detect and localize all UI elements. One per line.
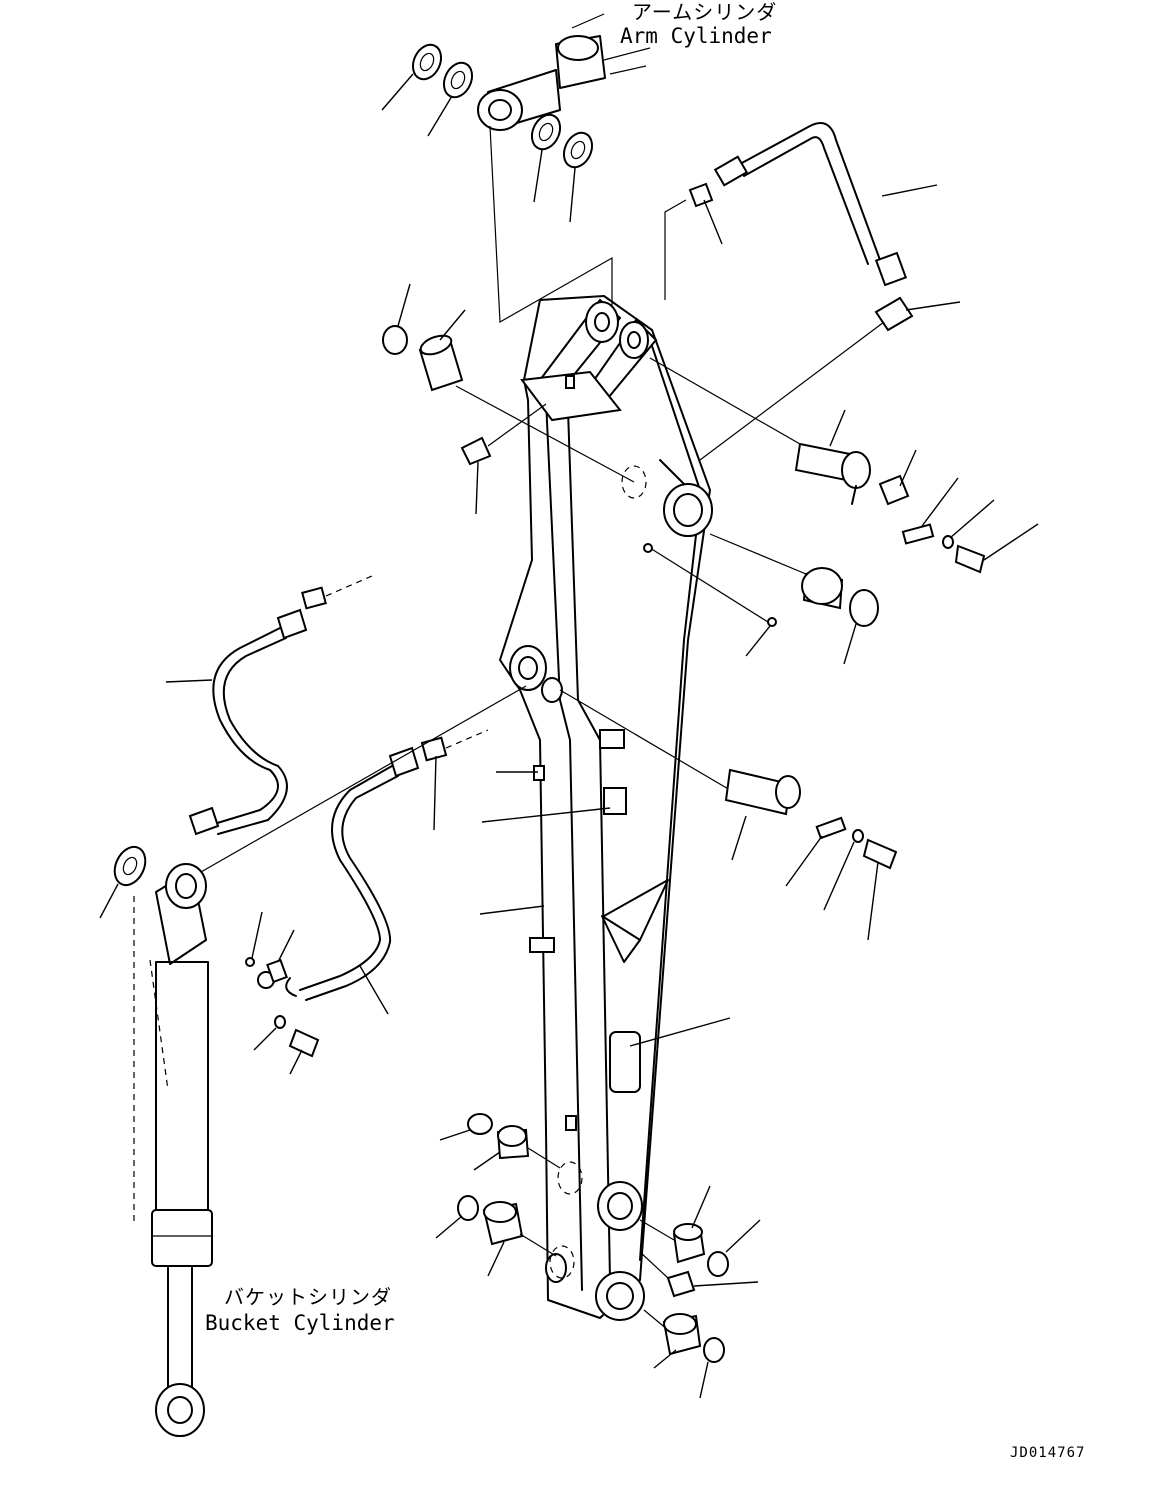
drawing-code: JD014767 (1010, 1445, 1086, 1461)
arm-cylinder-washers (381, 43, 594, 223)
upper-pin-set (382, 283, 1039, 665)
bucket-cylinder-label-jp: バケットシリンダ (224, 1285, 392, 1309)
lower-pin-set (435, 1113, 761, 1399)
arm-cylinder-rod-end (477, 13, 651, 131)
bucket-cylinder-label-en: Bucket Cylinder (205, 1311, 395, 1335)
middle-pin-set (559, 689, 898, 941)
arm-cylinder-label-jp: アームシリンダ (632, 0, 778, 24)
bucket-cylinder (99, 685, 527, 1437)
arm-cylinder-label-en: Arm Cylinder (620, 24, 772, 48)
left-hoses (165, 575, 731, 1047)
arm-body (499, 295, 713, 1321)
top-grease-hose (688, 122, 961, 461)
